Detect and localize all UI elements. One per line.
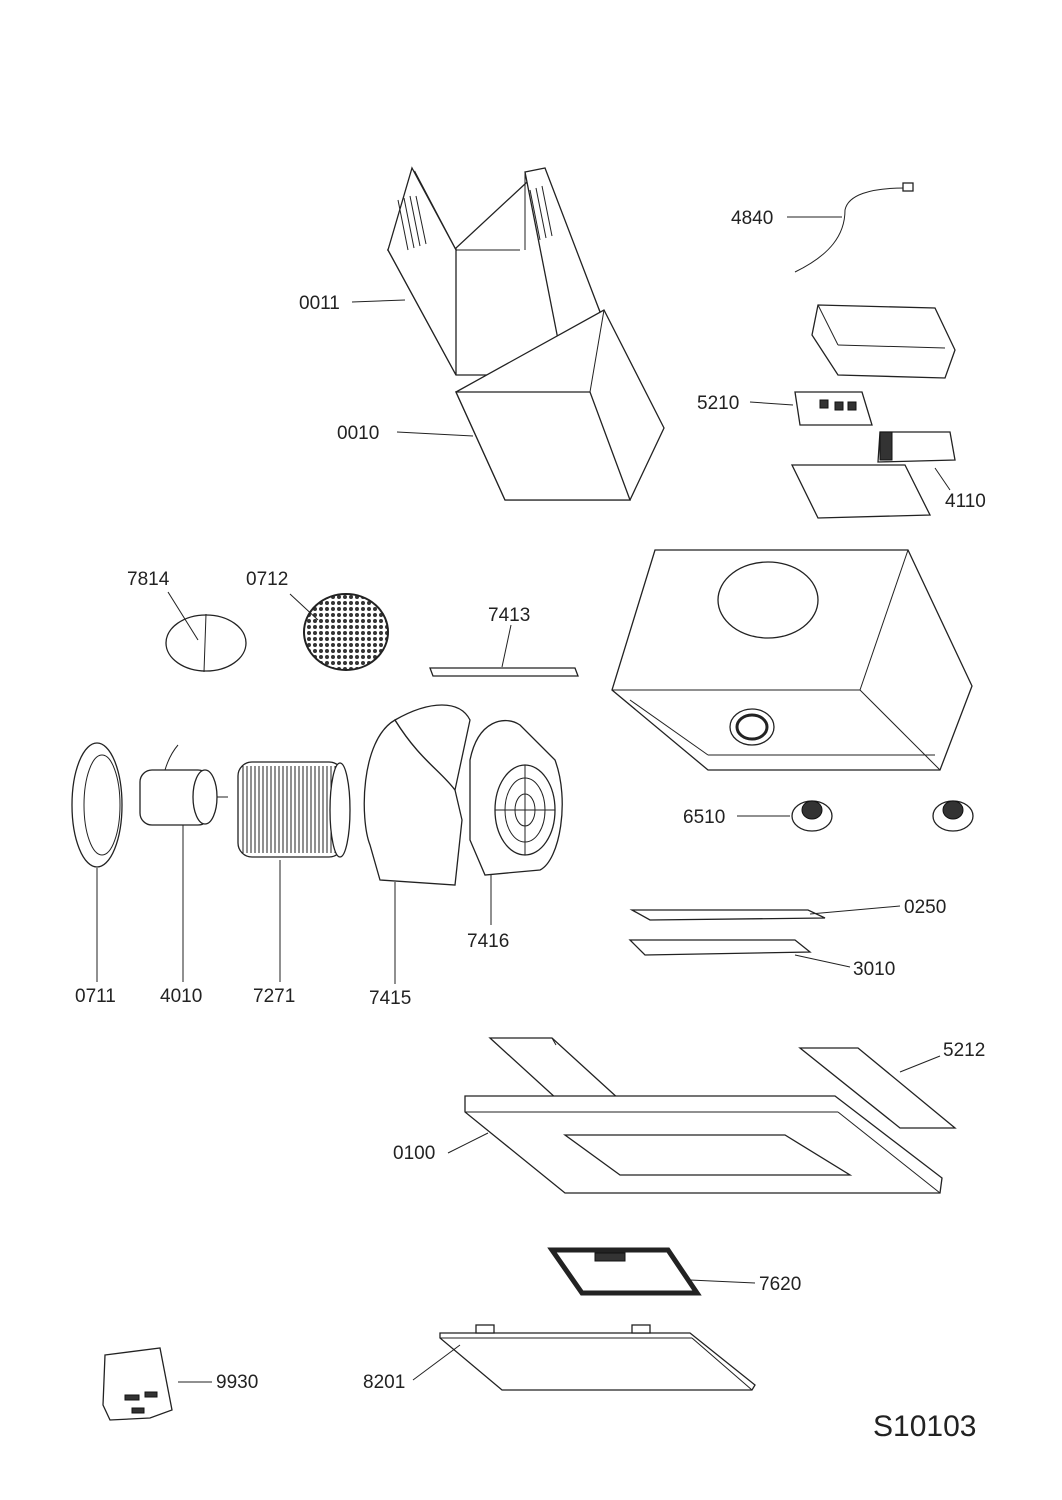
part-3010-control-panel[interactable]: 3010 xyxy=(628,939,895,980)
part-8201-front-panel[interactable]: 8201 xyxy=(363,1324,756,1393)
part-5212-side-panel[interactable]: 5212 xyxy=(488,1037,985,1129)
label-4010: 4010 xyxy=(160,986,202,1007)
label-4110: 4110 xyxy=(945,491,986,512)
part-7814-damper[interactable]: 7814 xyxy=(127,569,247,673)
part-9930-screw-bag[interactable]: 9930 xyxy=(102,1347,258,1421)
label-5212: 5212 xyxy=(943,1040,985,1061)
diagram-code: S10103 xyxy=(873,1410,976,1443)
part-0711-motor-plate[interactable]: 0711 xyxy=(71,742,123,1007)
part-7271-fan-wheel[interactable]: 7271 xyxy=(237,761,351,1007)
label-0010: 0010 xyxy=(337,423,379,444)
part-4110-capacitor-box[interactable]: 4110 xyxy=(790,431,986,519)
label-7416: 7416 xyxy=(467,931,509,952)
label-0100: 0100 xyxy=(393,1143,435,1164)
part-0100-hood-frame[interactable]: 0100 xyxy=(393,1095,943,1194)
part-0011-upper-chimney[interactable]: 0011 xyxy=(299,166,601,377)
part-7416-fan-housing-front[interactable]: 7416 xyxy=(467,719,563,952)
part-7415-fan-housing-rear[interactable]: 7415 xyxy=(363,704,471,1009)
part-0250-panel-cover[interactable]: 0250 xyxy=(629,897,946,921)
label-3010: 3010 xyxy=(853,959,895,980)
label-7620: 7620 xyxy=(759,1274,801,1295)
label-9930: 9930 xyxy=(216,1372,258,1393)
part-0712-grill-cover[interactable]: 0712 xyxy=(246,569,389,671)
part-4840-power-cord[interactable]: 4840 xyxy=(731,182,914,273)
part-7413-bracket-bar[interactable]: 7413 xyxy=(429,605,579,677)
label-0250: 0250 xyxy=(904,897,946,918)
part-hood-body[interactable] xyxy=(611,549,973,771)
label-0711: 0711 xyxy=(75,986,116,1007)
part-0010-lower-chimney[interactable]: 0010 xyxy=(337,309,665,501)
label-8201: 8201 xyxy=(363,1372,405,1393)
part-electrical-box[interactable] xyxy=(811,304,956,379)
part-6510-knob[interactable]: 6510 xyxy=(683,800,974,832)
label-4840: 4840 xyxy=(731,208,773,229)
label-7814: 7814 xyxy=(127,569,170,590)
label-0011: 0011 xyxy=(299,293,340,314)
label-0712: 0712 xyxy=(246,569,288,590)
label-6510: 6510 xyxy=(683,807,725,828)
part-4010-motor[interactable]: 4010 xyxy=(139,744,228,1007)
part-5210-circuit-board[interactable]: 5210 xyxy=(697,391,873,426)
label-5210: 5210 xyxy=(697,393,739,414)
part-7620-grease-filter[interactable]: 7620 xyxy=(547,1247,801,1296)
label-7271: 7271 xyxy=(253,986,295,1007)
label-7413: 7413 xyxy=(488,605,530,626)
label-7415: 7415 xyxy=(369,988,411,1009)
